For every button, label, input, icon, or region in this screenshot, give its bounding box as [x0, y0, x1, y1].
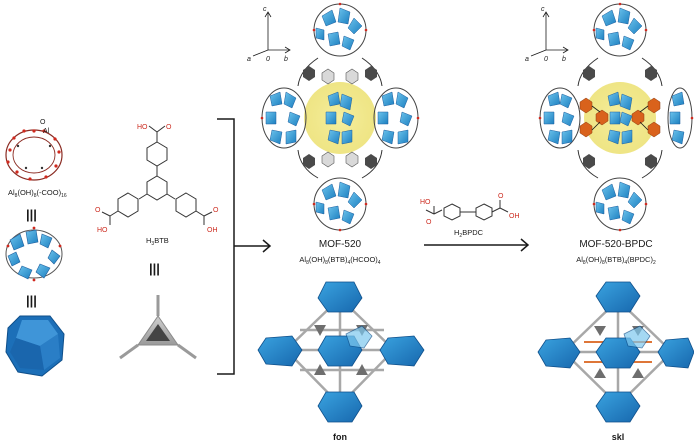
mof520-formula: Al8(OH)8(BTB)4(HCOO)4 — [299, 255, 380, 266]
btb-right-hydroxyl-label: OH — [207, 227, 218, 234]
mof520-pore — [304, 82, 376, 154]
btb-top-hydroxyl-label: HO — [137, 124, 148, 131]
sbu-truncated-polyhedron — [5, 315, 65, 377]
sbu-formula: Al8(OH)8(-COO)16 — [8, 188, 67, 199]
btb-linker-structure — [101, 125, 213, 225]
sbu-o-atom-label: O — [40, 119, 46, 126]
reaction-arrow-2 — [424, 238, 530, 252]
mof520bpdc-axis-a: a — [525, 56, 529, 63]
reactants-bracket — [217, 118, 235, 375]
sbu-polyhedra-ring — [5, 226, 63, 282]
btb-left-carbonyl-label: O — [95, 207, 101, 214]
mof520-axis-c: c — [263, 6, 267, 13]
mof520bpdc-formula: Al8(OH)8(BTB)4(BPDC)2 — [576, 255, 656, 266]
btb-equivalence-symbol: ||| — [149, 261, 160, 276]
mof520-axes — [252, 11, 291, 57]
bpdc-hydroxyl-right-label: OH — [509, 213, 520, 220]
mof520bpdc-title: MOF-520-BPDC — [579, 239, 652, 250]
sbu-al-atom-label: Al — [43, 128, 50, 135]
sbu-equivalence-symbol-2: ||| — [26, 293, 37, 308]
fon-net-label: fon — [333, 432, 347, 442]
btb-right-carbonyl-label: O — [213, 207, 219, 214]
bpdc-reagent-structure — [425, 200, 509, 221]
btb-formula: H3BTB — [146, 236, 169, 247]
btb-triangle-node — [119, 295, 197, 360]
btb-top-carbonyl-label: O — [166, 124, 172, 131]
mof520-right-cluster — [373, 87, 419, 149]
mof520bpdc-right-cluster — [667, 87, 693, 149]
mof520bpdc-axes — [530, 11, 569, 57]
reaction-arrow-1 — [234, 239, 272, 253]
mof520bpdc-bottom-cluster — [593, 177, 647, 231]
mof520bpdc-center-cluster — [607, 91, 633, 145]
mof520-title: MOF-520 — [319, 239, 362, 250]
sbu-ring-structure — [5, 129, 63, 181]
mof520bpdc-axis-b: b — [562, 56, 566, 63]
mof520bpdc-framework — [538, 2, 694, 232]
fon-net-model — [257, 281, 425, 423]
btb-left-hydroxyl-label: HO — [97, 227, 108, 234]
mof520-framework — [260, 2, 420, 232]
mof520bpdc-axis-c: c — [541, 6, 545, 13]
skl-net-label: skl — [612, 432, 625, 442]
mof520-bottom-cluster — [313, 177, 367, 231]
mof520bpdc-left-cluster — [539, 87, 581, 149]
mof520-top-cluster — [313, 3, 367, 57]
mof520-axis-origin: 0 — [266, 56, 270, 63]
sbu-equivalence-symbol-1: ||| — [26, 207, 37, 222]
skl-net-model — [537, 281, 694, 423]
bpdc-carbonyl-right-label: O — [498, 193, 504, 200]
mof520-left-cluster — [261, 87, 307, 149]
bpdc-hydroxyl-left-label: HO — [420, 199, 431, 206]
mof520-axis-a: a — [247, 56, 251, 63]
mof520bpdc-top-cluster — [593, 3, 647, 57]
bpdc-formula: H2BPDC — [454, 228, 484, 239]
mof520bpdc-axis-origin: 0 — [544, 56, 548, 63]
mof520-axis-b: b — [284, 56, 288, 63]
mof520-center-cluster — [325, 91, 355, 145]
bpdc-carbonyl-left-label: O — [426, 219, 432, 226]
